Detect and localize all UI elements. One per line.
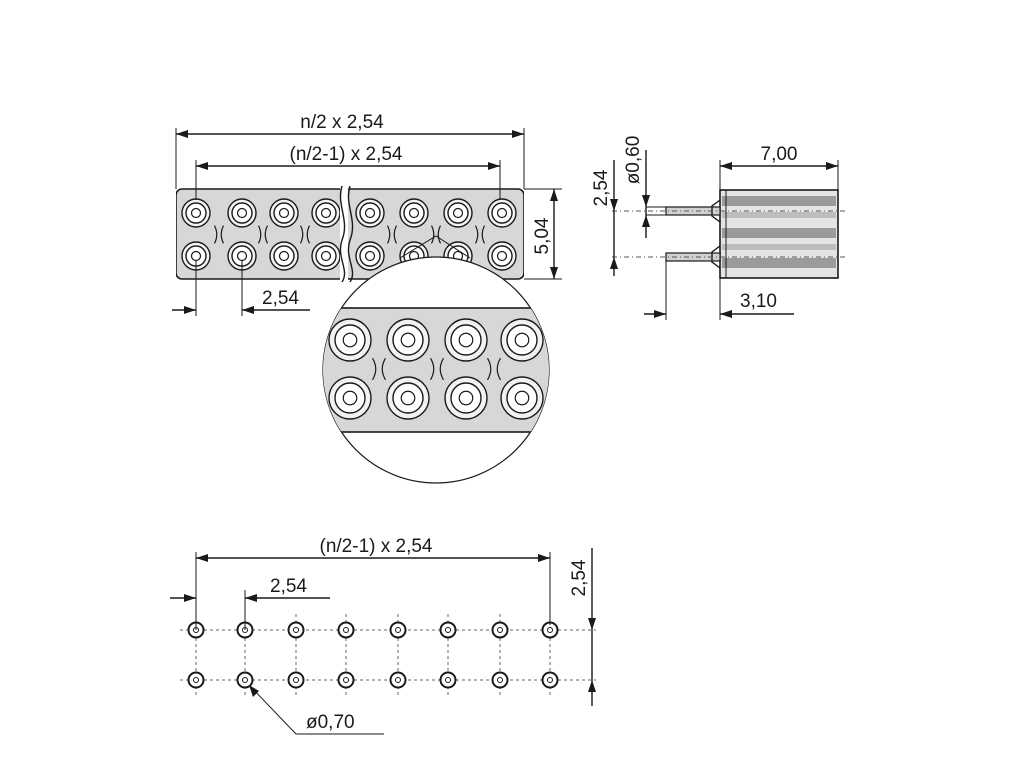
footprint-hole-center — [343, 627, 349, 633]
break-line — [347, 185, 354, 283]
footprint-hole-center — [445, 677, 451, 683]
web-slot — [213, 225, 225, 244]
web-slot — [371, 357, 387, 381]
pin-diameter-label: ø0,60 — [623, 136, 644, 185]
footprint-pitch-label: 2,54 — [270, 576, 307, 597]
row-pitch-label: 2,54 — [591, 169, 612, 206]
footprint-hole-center — [293, 627, 299, 633]
socket-hole — [400, 332, 416, 348]
web-slot — [299, 225, 311, 244]
web-slot — [257, 225, 269, 244]
web-slot — [386, 225, 398, 244]
socket-hole — [458, 332, 474, 348]
overall-length-label: n/2 x 2,54 — [300, 112, 384, 133]
pitch-label: 2,54 — [262, 288, 299, 309]
socket-hole — [190, 250, 202, 262]
body-length-label: 7,00 — [761, 144, 798, 165]
socket-hole — [320, 250, 332, 262]
footprint: (n/2-1) x 2,54 2,54 2,54 ø0,70 — [170, 536, 596, 735]
socket-hole — [364, 207, 376, 219]
footprint-hole-center — [242, 677, 248, 683]
strip-body-left — [176, 188, 340, 280]
footprint-hole-center — [193, 677, 199, 683]
footprint-hole-center — [395, 677, 401, 683]
footprint-hole-center — [497, 677, 503, 683]
pin-length-label: 3,10 — [740, 291, 777, 312]
side-view: 2,54 ø0,60 7,00 3,10 — [591, 136, 846, 320]
socket-hole — [236, 250, 248, 262]
footprint-hole-center — [293, 677, 299, 683]
socket-hole — [236, 207, 248, 219]
socket-hole — [342, 390, 358, 406]
socket-hole — [320, 207, 332, 219]
height-label: 5,04 — [532, 217, 553, 254]
socket-hole — [400, 390, 416, 406]
footprint-span-label: (n/2-1) x 2,54 — [320, 536, 433, 557]
footprint-hole-center — [547, 677, 553, 683]
footprint-hole-center — [445, 627, 451, 633]
break-line — [339, 185, 346, 283]
detail-pointer — [399, 235, 471, 259]
hole-diameter-label: ø0,70 — [306, 712, 355, 733]
socket-hole — [458, 390, 474, 406]
socket-hole — [514, 390, 530, 406]
socket-hole — [496, 250, 508, 262]
web-slot — [430, 225, 442, 244]
web-slot — [474, 225, 486, 244]
socket-hole — [452, 207, 464, 219]
socket-hole — [496, 207, 508, 219]
socket-hole — [190, 207, 202, 219]
footprint-row-pitch-label: 2,54 — [569, 559, 590, 596]
magnified-detail — [322, 235, 550, 484]
socket-hole — [514, 332, 530, 348]
web-slot — [429, 357, 445, 381]
socket-hole — [278, 250, 290, 262]
socket-hole — [342, 332, 358, 348]
footprint-hole-center — [547, 627, 553, 633]
socket-hole — [278, 207, 290, 219]
web-slot — [486, 357, 502, 381]
footprint-hole-center — [497, 627, 503, 633]
footprint-hole-center — [395, 627, 401, 633]
socket-hole — [364, 250, 376, 262]
top-view: n/2 x 2,54 (n/2-1) x 2,54 5,04 2,54 — [172, 112, 562, 316]
socket-hole — [408, 207, 420, 219]
pin-span-label: (n/2-1) x 2,54 — [290, 144, 403, 165]
footprint-hole-center — [343, 677, 349, 683]
